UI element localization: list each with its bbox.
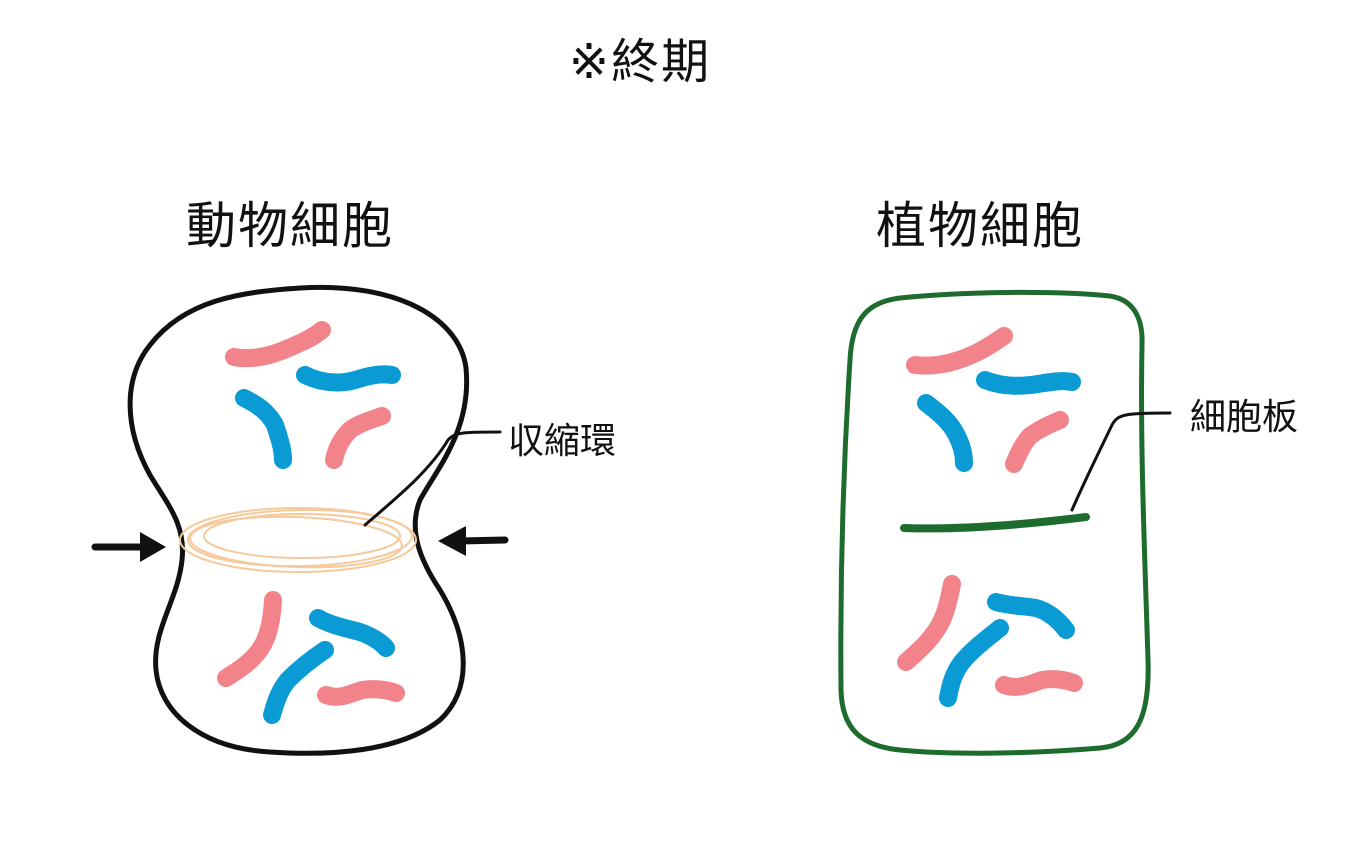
chromosome-blue [296,365,401,392]
chromosomes-top-plant [906,327,1081,473]
animal-cell-membrane [127,284,470,756]
plant-cell-heading: 植物細胞 [876,197,1084,255]
page-title: ※終期 [568,34,712,90]
chromosome-blue [976,371,1081,395]
contractile-ring-leader [363,430,502,527]
chromosome-pink [897,575,961,671]
animal-cell-heading: 動物細胞 [186,197,394,255]
plant-cell [838,289,1172,756]
chromosomes-bottom-plant [897,575,1083,707]
chromosome-pink [995,670,1083,696]
cell-plate-label: 細胞板 [1190,397,1299,438]
constriction-arrow-right [438,526,509,556]
constriction-arrow-left [91,532,166,562]
chromosome-blue [263,641,334,724]
chromosome-blue [235,389,292,469]
chromosome-pink [325,407,391,469]
chromosome-blue [917,394,973,472]
chromosomes-bottom-animal [217,591,405,724]
chromosome-blue [987,593,1075,639]
chromosome-pink [217,591,282,687]
cell-plate-leader [1070,411,1172,512]
plant-cell-wall [838,289,1151,756]
animal-cell [91,284,509,756]
chromosomes-top-animal [225,321,401,469]
chromosome-pink [1005,411,1069,473]
cell-plate [900,513,1090,533]
chromosome-pink [317,680,405,706]
chromosome-blue [309,609,395,657]
chromosome-blue [939,619,1009,707]
contractile-ring [179,507,417,573]
chromosome-pink [225,321,331,368]
chromosome-pink [906,327,1013,375]
contractile-ring-label: 収縮環 [508,421,617,462]
